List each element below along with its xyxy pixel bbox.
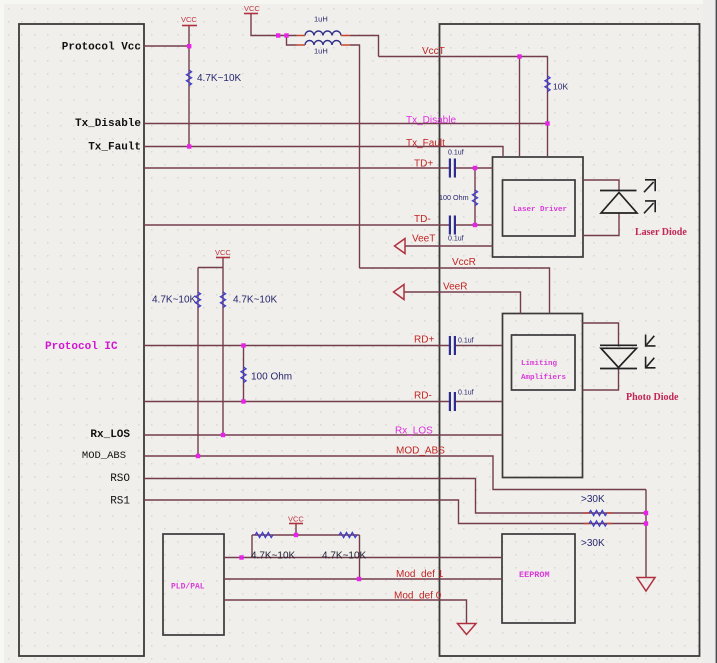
svg-text:Amplifiers: Amplifiers (521, 374, 567, 382)
svg-text:10K: 10K (553, 82, 568, 92)
svg-text:VCC: VCC (288, 515, 304, 524)
svg-text:Rx_LOS: Rx_LOS (90, 429, 130, 441)
svg-text:VeeR: VeeR (443, 282, 467, 293)
svg-text:4.7K~10K: 4.7K~10K (197, 73, 242, 84)
svg-text:RS1: RS1 (110, 496, 130, 508)
svg-text:Limiting: Limiting (521, 360, 558, 368)
svg-text:0.1uf: 0.1uf (448, 236, 464, 243)
svg-text:Tx_Fault: Tx_Fault (406, 138, 445, 149)
svg-text:0.1uf: 0.1uf (448, 150, 464, 157)
svg-text:Mod_def 1: Mod_def 1 (396, 569, 444, 580)
svg-text:Tx_Disable: Tx_Disable (75, 118, 141, 130)
svg-text:RD+: RD+ (414, 335, 434, 346)
svg-text:RSO: RSO (110, 473, 130, 485)
svg-text:4.7K~10K: 4.7K~10K (233, 295, 278, 306)
svg-text:VeeT: VeeT (412, 234, 435, 245)
svg-text:RD-: RD- (414, 391, 432, 402)
svg-text:MOD_ABS: MOD_ABS (396, 446, 445, 457)
svg-text:Mod_def 0: Mod_def 0 (394, 591, 442, 602)
svg-text:MOD_ABS: MOD_ABS (82, 450, 126, 462)
svg-text:Tx_Disable: Tx_Disable (406, 115, 456, 126)
svg-text:Protocol Vcc: Protocol Vcc (62, 42, 141, 54)
svg-text:>30K: >30K (581, 494, 605, 505)
svg-text:Laser Diode: Laser Diode (635, 227, 687, 238)
svg-text:Rx_LOS: Rx_LOS (395, 426, 433, 437)
svg-text:Laser Driver: Laser Driver (513, 206, 567, 214)
svg-text:1uH: 1uH (314, 47, 328, 56)
svg-text:>30K: >30K (581, 538, 605, 549)
svg-text:EEPROM: EEPROM (519, 570, 550, 580)
svg-text:VCC: VCC (215, 248, 231, 257)
svg-text:4.7K~10K: 4.7K~10K (152, 295, 197, 306)
svg-text:4.7K~10K: 4.7K~10K (251, 551, 296, 562)
svg-text:4.7K~10K: 4.7K~10K (322, 551, 367, 562)
svg-text:Photo Diode: Photo Diode (626, 392, 679, 403)
svg-text:1uH: 1uH (314, 15, 328, 24)
svg-text:VccT: VccT (422, 46, 445, 57)
svg-text:Tx_Fault: Tx_Fault (88, 142, 141, 154)
svg-text:VCC: VCC (181, 15, 197, 24)
svg-text:TD-: TD- (414, 214, 431, 225)
svg-text:100 Ohm: 100 Ohm (439, 193, 469, 202)
svg-text:Protocol IC: Protocol IC (45, 341, 118, 353)
svg-text:100 Ohm: 100 Ohm (251, 372, 292, 383)
svg-text:VccR: VccR (452, 257, 476, 268)
svg-text:0.1uf: 0.1uf (458, 338, 474, 345)
svg-text:0.1uf: 0.1uf (458, 390, 474, 397)
svg-text:TD+: TD+ (414, 159, 433, 170)
svg-text:PLD/PAL: PLD/PAL (171, 583, 205, 592)
svg-text:VCC: VCC (244, 4, 260, 13)
